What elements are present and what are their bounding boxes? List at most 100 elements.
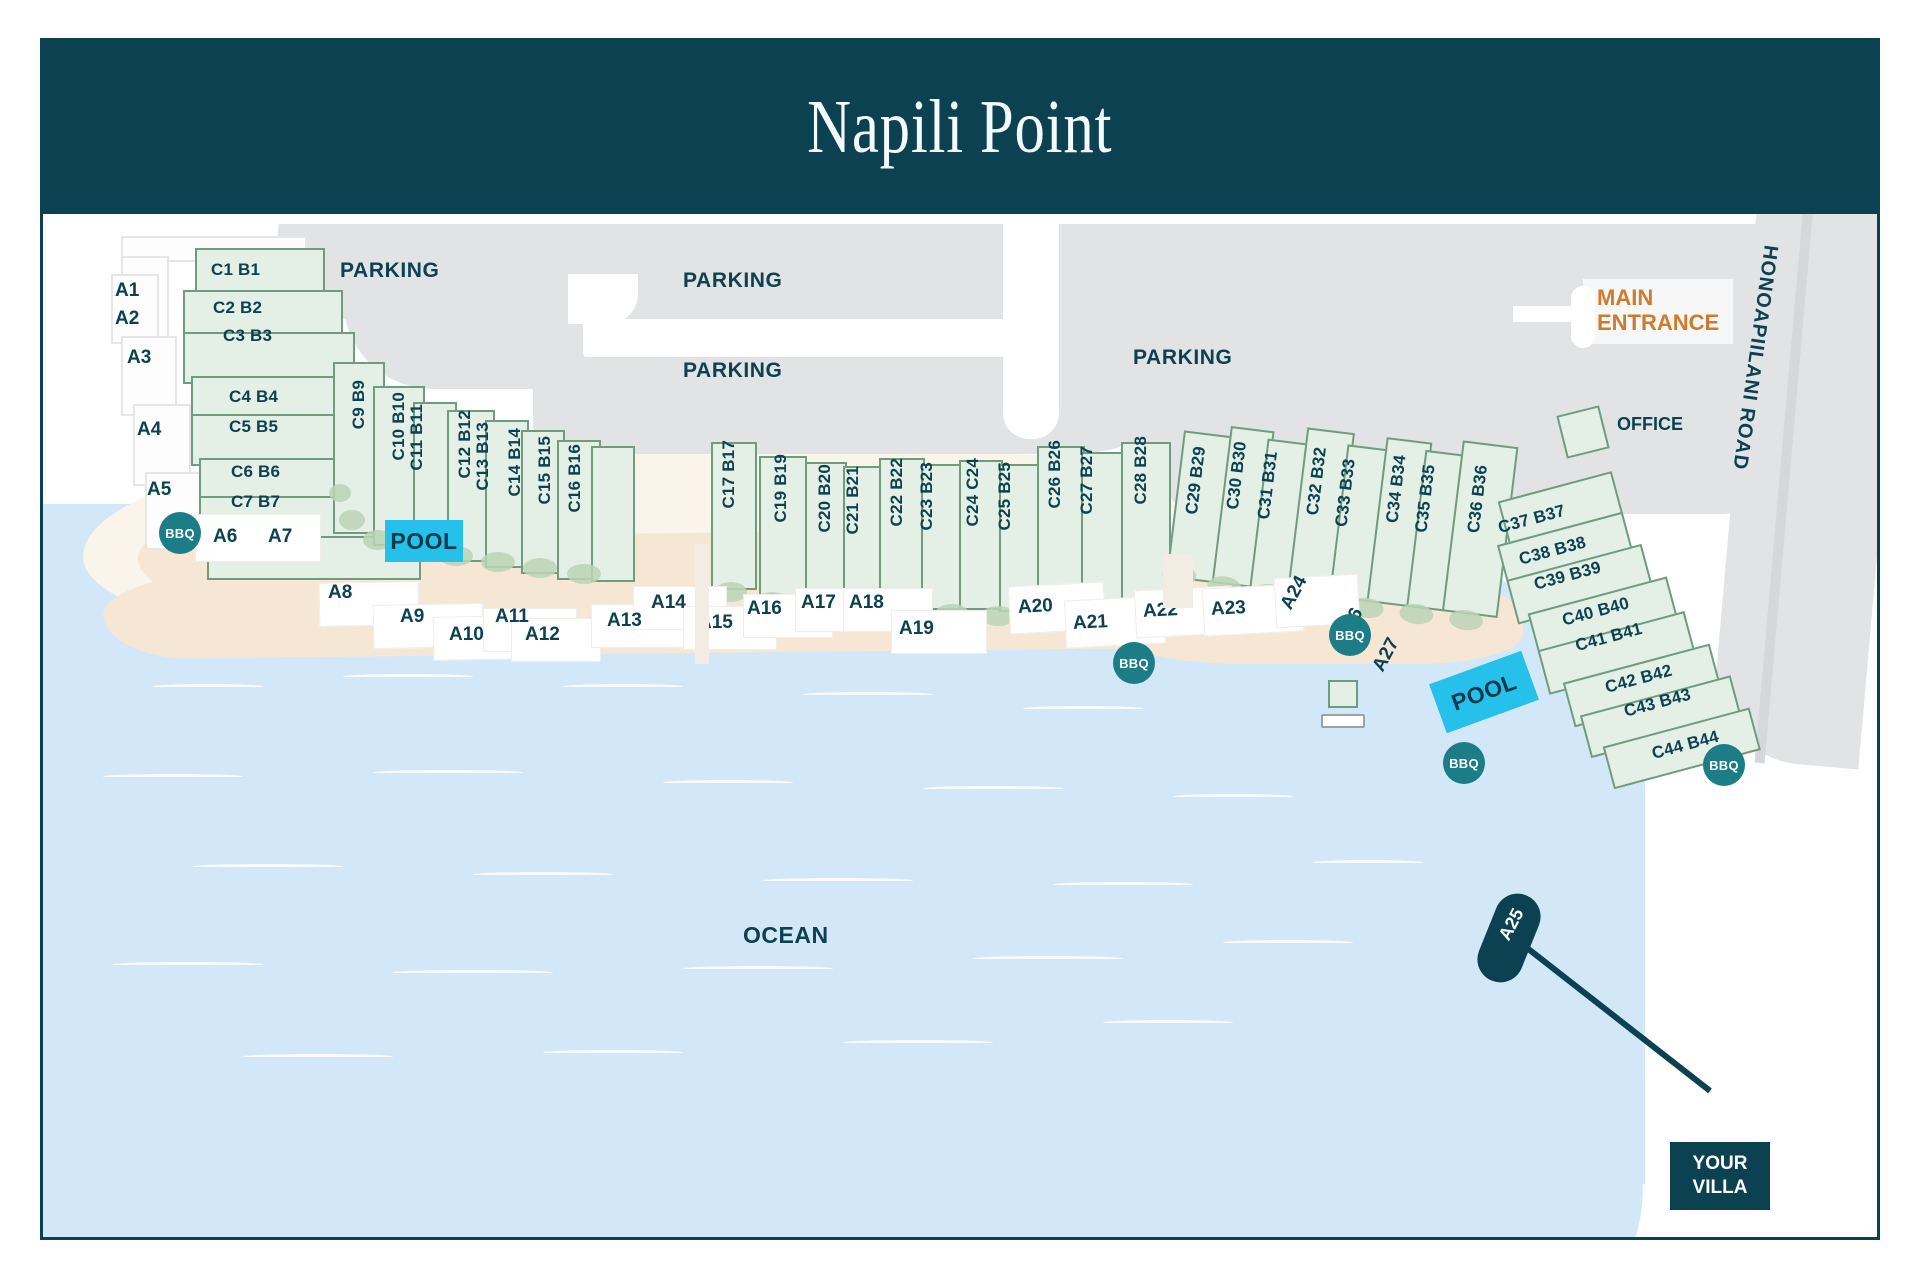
villa-line1: YOUR <box>1692 1153 1748 1175</box>
wave-line <box>973 956 1123 961</box>
bench <box>1321 714 1365 728</box>
wave-line <box>193 864 343 869</box>
unit-label: C27 B27 <box>1077 446 1096 515</box>
villa-line2: VILLA <box>1692 1177 1748 1198</box>
wave-line <box>1313 860 1423 865</box>
pool-label: POOL <box>390 527 458 554</box>
unit-label: C23 B23 <box>917 462 936 531</box>
unit-label: C4 B4 <box>229 387 279 406</box>
a-unit-label: A17 <box>801 592 836 613</box>
parking-label: PARKING <box>1133 346 1233 369</box>
a-unit-label: A23 <box>1210 597 1247 620</box>
wave-line <box>563 684 683 689</box>
wave-line <box>923 786 1063 791</box>
unit-label: C21 B21 <box>843 466 862 535</box>
building-unit <box>959 460 1003 610</box>
bbq-marker[interactable]: BBQ <box>1329 614 1371 656</box>
map-frame: Napili Point <box>40 38 1880 1240</box>
a-unit-tile <box>195 514 321 562</box>
bbq-marker[interactable]: BBQ <box>159 512 201 554</box>
unit-label: C26 B26 <box>1045 440 1064 509</box>
bbq-marker[interactable]: BBQ <box>1443 742 1485 784</box>
pool-west: POOL <box>385 520 463 562</box>
wave-line <box>153 684 263 689</box>
a-unit-outline <box>111 274 159 344</box>
wave-line <box>683 966 833 971</box>
wave-line <box>663 780 793 785</box>
unit-label: C11 B11 <box>407 404 426 471</box>
a-unit-label: A11 <box>495 606 529 627</box>
a-unit-label: A12 <box>525 624 560 645</box>
unit-label: C22 B22 <box>887 458 906 527</box>
parking-label: PARKING <box>683 359 783 382</box>
unit-label: C13 B13 <box>473 422 492 491</box>
a-unit-label: A1 <box>115 280 140 301</box>
unit-label: C1 B1 <box>211 260 261 279</box>
ocean-label: OCEAN <box>743 922 829 948</box>
property-map: OCEAN PARKING PARKING PARKING PARKING HO… <box>43 214 1877 1237</box>
building-unit <box>843 466 883 604</box>
a-unit-label: A18 <box>849 592 884 613</box>
a-unit-label: A16 <box>747 598 782 619</box>
a-unit-label: A7 <box>268 526 293 547</box>
unit-label: C9 B9 <box>349 380 368 430</box>
bbq-marker[interactable]: BBQ <box>1703 744 1745 786</box>
bbq-label: BBQ <box>1335 627 1365 643</box>
a-unit-label: A13 <box>607 610 642 631</box>
a-unit-label: A8 <box>328 582 353 603</box>
bush <box>329 484 351 502</box>
wave-line <box>1223 940 1353 945</box>
unit-label: C16 B16 <box>565 444 584 513</box>
walkway <box>695 544 709 664</box>
bbq-label: BBQ <box>1119 655 1149 671</box>
unit-label: C10 B10 <box>389 392 408 461</box>
wave-line <box>1023 706 1143 711</box>
beach-hut <box>1328 680 1358 708</box>
wave-line <box>543 1050 683 1055</box>
a-unit-label: A4 <box>137 419 162 440</box>
bush <box>523 558 557 578</box>
a-unit-label: A2 <box>115 308 140 329</box>
a-unit-tile <box>511 618 601 662</box>
bush <box>339 510 365 530</box>
page-title: Napili Point <box>807 85 1113 169</box>
wave-line <box>843 1040 993 1045</box>
a-unit-tile <box>891 610 987 654</box>
unit-label: C20 B20 <box>815 464 834 533</box>
a-unit-label: A3 <box>127 347 152 368</box>
building-unit <box>591 446 635 582</box>
unit-label: C12 B12 <box>455 410 474 479</box>
parking-notch <box>568 274 638 324</box>
parking-island <box>583 319 1013 357</box>
wave-line <box>1053 882 1193 887</box>
your-villa-callout[interactable]: YOUR VILLA <box>1670 1142 1770 1210</box>
bbq-label: BBQ <box>1709 757 1739 773</box>
wave-line <box>113 962 263 967</box>
wave-line <box>373 770 523 775</box>
main-entrance-line2: ENTRANCE <box>1597 310 1720 336</box>
a-unit-label: A19 <box>899 618 934 639</box>
wave-line <box>763 878 913 883</box>
a-unit-label: A20 <box>1017 595 1054 618</box>
bbq-label: BBQ <box>1449 755 1479 771</box>
wave-line <box>103 774 243 779</box>
main-entrance-line1: MAIN <box>1597 285 1654 310</box>
wave-line <box>1103 1020 1233 1025</box>
unit-label: C2 B2 <box>213 298 263 317</box>
main-entrance-label: MAIN ENTRANCE <box>1583 279 1734 344</box>
a-unit-label: A5 <box>147 479 172 500</box>
walkway <box>1163 554 1193 608</box>
building-unit <box>759 456 807 598</box>
office-label: OFFICE <box>1617 414 1683 434</box>
wave-line <box>1173 794 1293 799</box>
page-header: Napili Point <box>43 41 1877 214</box>
wave-line <box>473 872 613 877</box>
bbq-marker[interactable]: BBQ <box>1113 642 1155 684</box>
unit-label: C17 B17 <box>719 440 738 509</box>
a-unit-label: A10 <box>449 624 484 645</box>
unit-label: C28 B28 <box>1131 436 1150 505</box>
unit-label: C5 B5 <box>229 417 279 436</box>
parking-label: PARKING <box>340 259 440 282</box>
unit-label: C3 B3 <box>223 326 273 345</box>
unit-label: C6 B6 <box>231 462 281 481</box>
